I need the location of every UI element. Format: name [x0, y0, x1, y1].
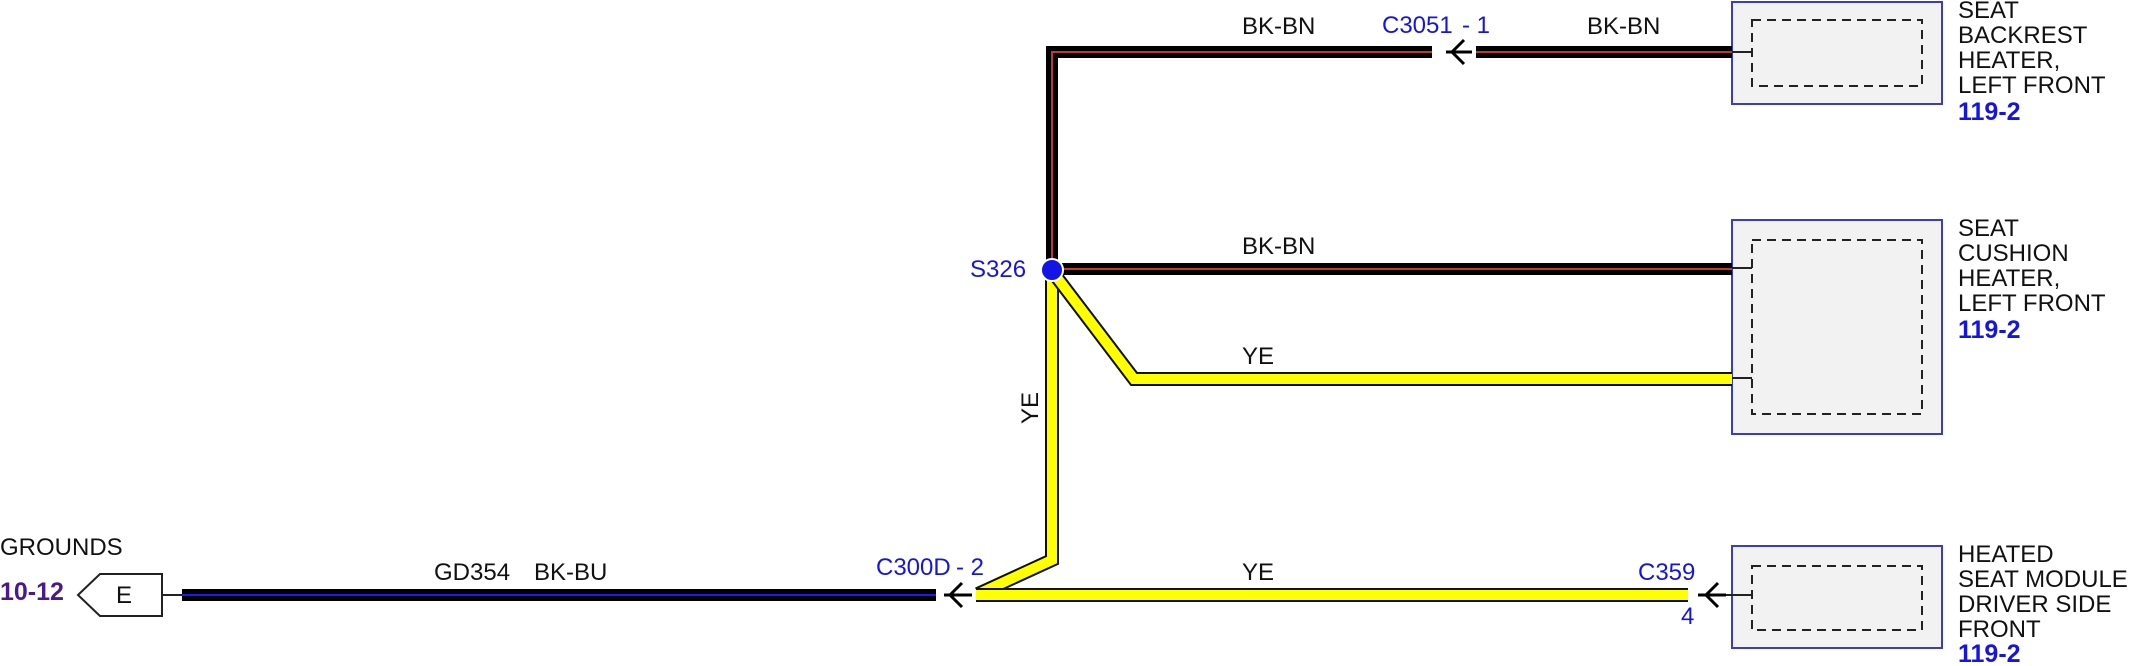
yellow-wire-group [975, 266, 1732, 602]
wire-label-ye-vertical: YE [1017, 392, 1044, 424]
svg-text:HEATED: HEATED [1958, 541, 2054, 568]
wire-ye-cushion [1046, 266, 1732, 386]
wire-label-bk-bn-backrest-left: BK-BN [1242, 13, 1315, 40]
svg-text:CUSHION: CUSHION [1958, 240, 2069, 267]
page-ref-backrest[interactable]: 119-2 [1958, 98, 2021, 126]
connector-arrow-icon[interactable] [1698, 581, 1726, 609]
connector-label-c359: C359 [1638, 559, 1695, 586]
svg-text:LEFT FRONT: LEFT FRONT [1958, 290, 2106, 317]
component-cushion-heater[interactable] [1731, 219, 1943, 435]
svg-text:BACKREST: BACKREST [1958, 22, 2088, 49]
svg-text:HEATER,: HEATER, [1958, 265, 2060, 292]
splice-label: S326 [970, 256, 1026, 283]
wire-label-bk-bn-cushion: BK-BN [1242, 233, 1315, 260]
component-backrest-heater[interactable] [1731, 1, 1943, 105]
component-label-backrest: SEAT BACKREST HEATER, LEFT FRONT 119-2 [1958, 0, 2106, 126]
connector-pin-c300d: - 2 [956, 554, 984, 581]
connector-pin-c359: 4 [1681, 603, 1694, 630]
wire-label-ye-module: YE [1242, 559, 1274, 586]
svg-text:HEATER,: HEATER, [1958, 47, 2060, 74]
ground-tag-label: E [116, 582, 132, 609]
splice-dot[interactable] [1040, 258, 1064, 282]
connector-label-c3051: C3051 [1382, 12, 1453, 39]
connector-arrow-icon[interactable] [1446, 38, 1472, 66]
component-label-cushion: SEAT CUSHION HEATER, LEFT FRONT 119-2 [1958, 215, 2106, 344]
connector-arrow-icon[interactable] [944, 581, 972, 609]
svg-text:DRIVER SIDE: DRIVER SIDE [1958, 591, 2111, 618]
ground-page-ref[interactable]: 10-12 [0, 578, 64, 606]
pin-stubs [1722, 51, 1752, 596]
svg-text:LEFT FRONT: LEFT FRONT [1958, 72, 2106, 99]
wire-label-circuit: GD354 [434, 559, 510, 586]
wire-ye-vertical [975, 271, 1059, 601]
connector-label-c300d: C300D [876, 554, 951, 581]
wire-label-bk-bu: BK-BU [534, 559, 607, 586]
svg-text:SEAT: SEAT [1958, 215, 2019, 242]
wire-label-bk-bn-backrest-right: BK-BN [1587, 13, 1660, 40]
ground-tag-icon[interactable]: E [76, 573, 182, 617]
page-ref-cushion[interactable]: 119-2 [1958, 316, 2021, 344]
svg-text:FRONT: FRONT [1958, 616, 2041, 643]
svg-text:SEAT MODULE,: SEAT MODULE, [1958, 566, 2130, 593]
ground-title: GROUNDS [0, 534, 123, 561]
wire-label-ye-cushion: YE [1242, 343, 1274, 370]
page-ref-module[interactable]: 119-2 [1958, 640, 2021, 666]
connector-pin-c3051: - 1 [1462, 12, 1490, 39]
component-heated-seat-module[interactable] [1731, 545, 1943, 649]
black-brown-wire-group [1046, 46, 1732, 275]
component-label-module: HEATED SEAT MODULE, DRIVER SIDE FRONT 11… [1958, 541, 2130, 666]
svg-text:SEAT: SEAT [1958, 0, 2019, 24]
